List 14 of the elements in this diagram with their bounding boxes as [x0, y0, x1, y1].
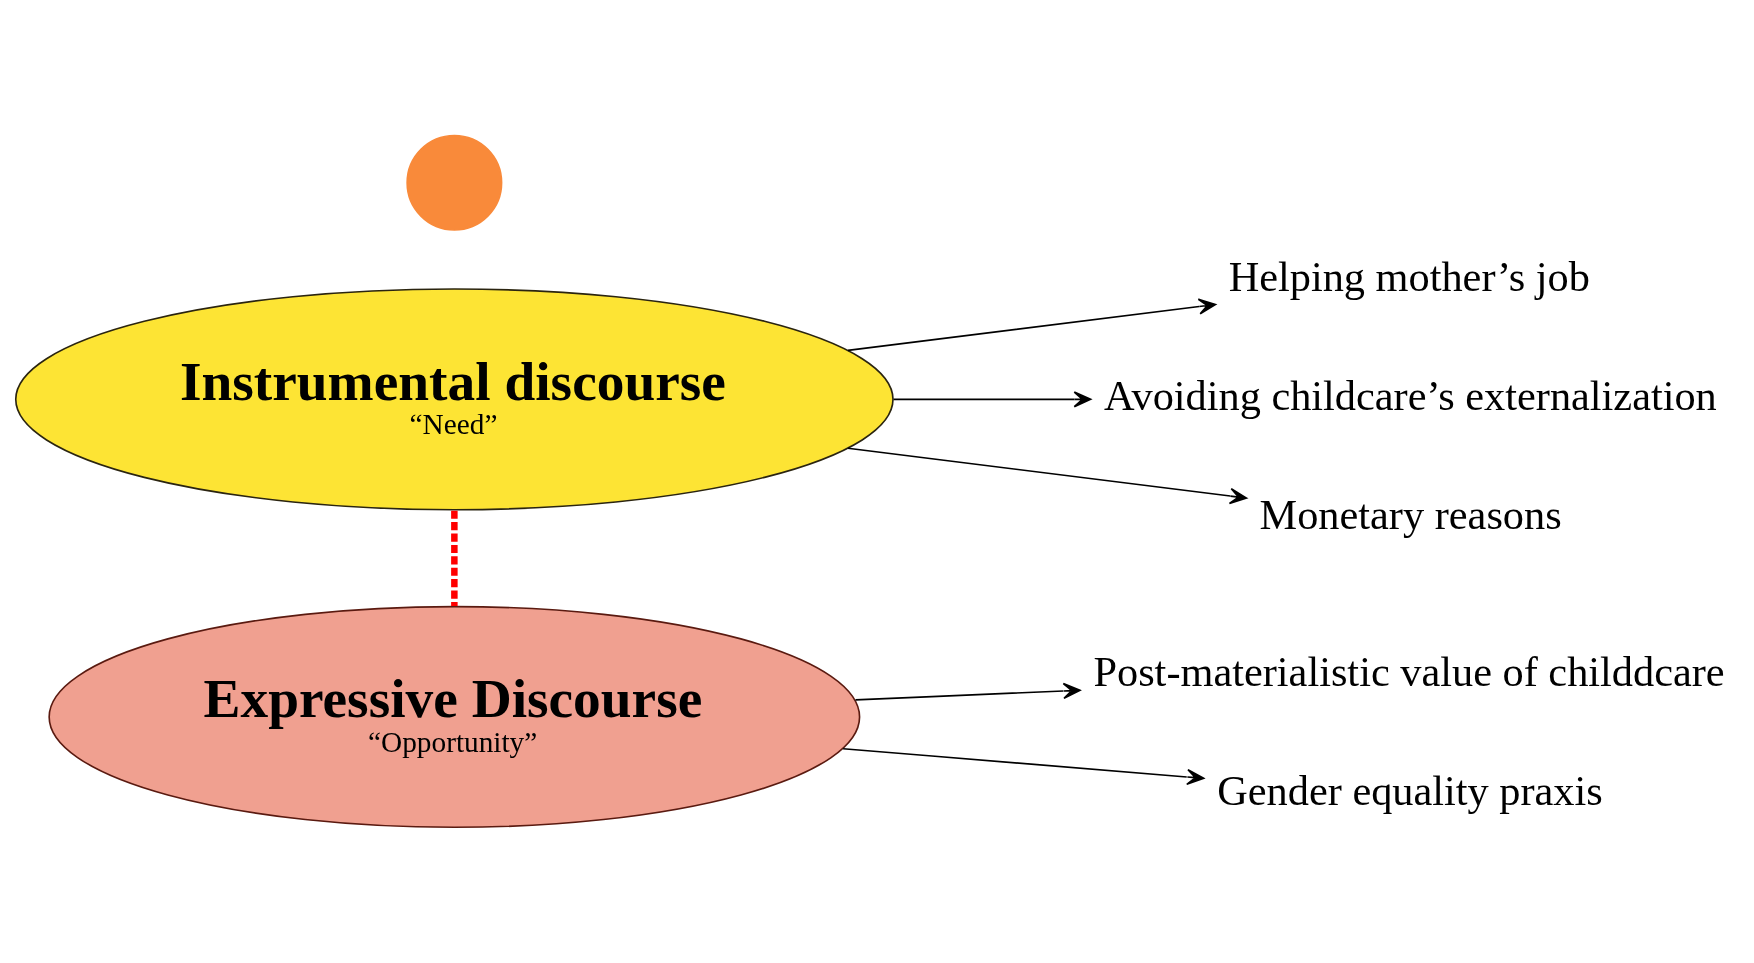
arrow	[847, 298, 1217, 352]
arrow	[854, 682, 1081, 701]
node-circle	[406, 134, 503, 231]
node-text: Avoiding childcare’s externalization	[1104, 371, 1717, 419]
arrow	[892, 391, 1092, 408]
arrow	[842, 747, 1205, 786]
node-ellipse: Expressive Discourse “Opportunity”	[48, 605, 861, 829]
node-text: Helping mother’s job	[1228, 252, 1590, 300]
node-ellipse: Instrumental discourse “Need”	[14, 288, 894, 511]
node-text: Monetary reasons	[1259, 490, 1562, 538]
node-text: Post-materialistic value of childdcare	[1093, 648, 1725, 696]
connector	[451, 510, 458, 606]
arrow	[847, 447, 1248, 505]
node-text: Gender equality praxis	[1217, 767, 1603, 815]
